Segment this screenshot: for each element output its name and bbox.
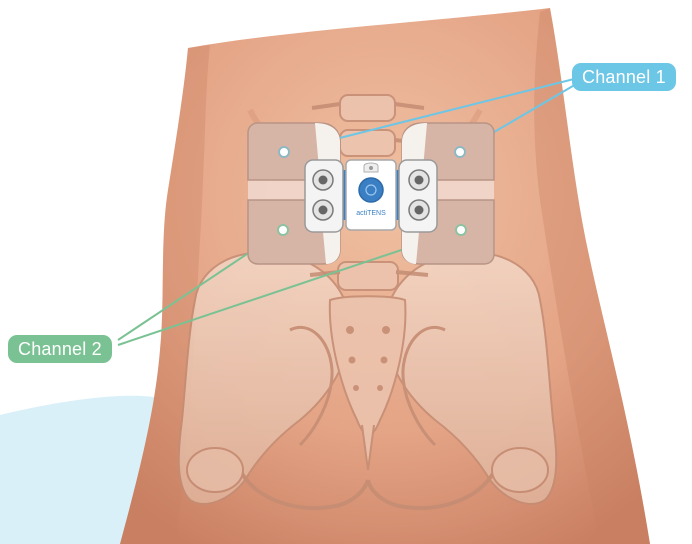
device-brand-label: actiTENS [356, 210, 386, 217]
channel-1-label: Channel 1 [572, 63, 676, 91]
power-button [359, 178, 383, 202]
connector-clip-right [399, 160, 437, 232]
connector-clip-left [305, 160, 343, 232]
tens-control-unit: actiTENS [346, 160, 396, 230]
channel-2-label: Channel 2 [8, 335, 112, 363]
